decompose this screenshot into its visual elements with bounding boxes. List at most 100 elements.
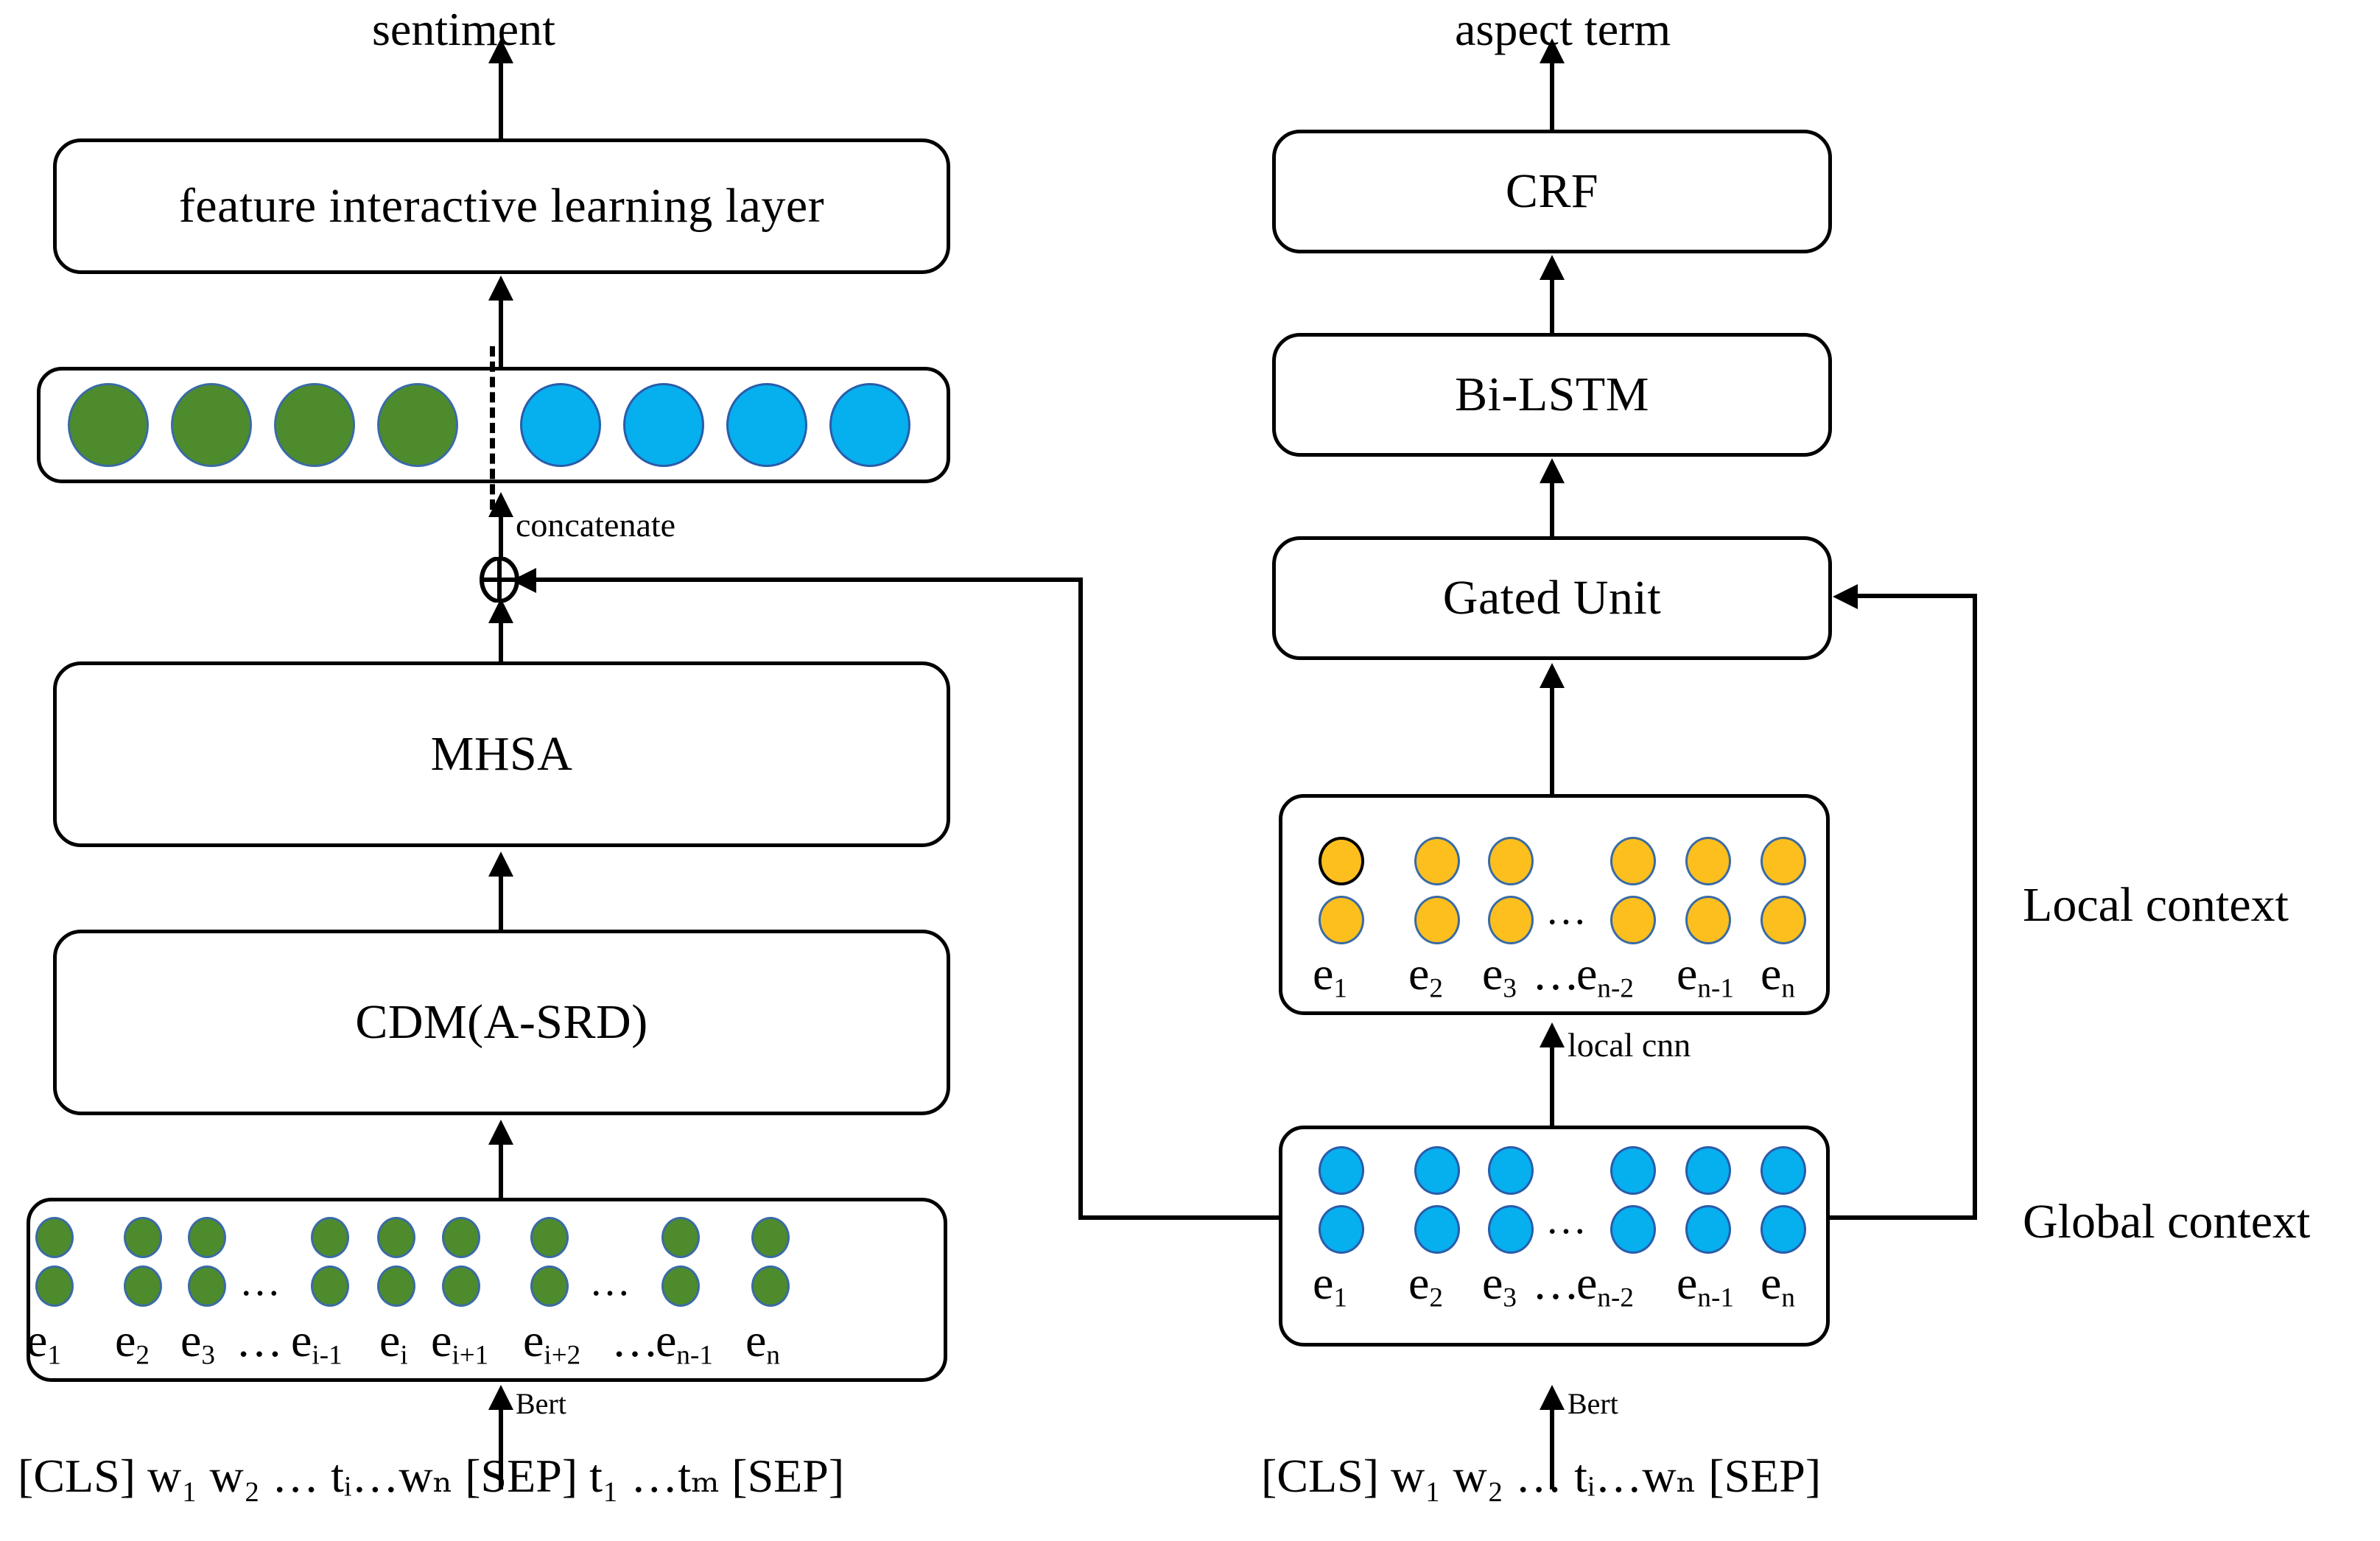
box-label-crf: CRF	[1505, 164, 1599, 218]
arrow-shaft-aspect	[1550, 47, 1554, 130]
arrow-shaft-mhsa-to-plus	[499, 617, 503, 663]
arrow-head-local-to-gated	[1540, 663, 1565, 688]
embedding-token-label: ei+1	[431, 1317, 488, 1369]
box-left-bert-embeddings[interactable]	[27, 1198, 947, 1382]
local-context-circle-orange	[1319, 896, 1364, 944]
token-sub: n-1	[1697, 973, 1734, 1004]
embedding-token-label: e2	[115, 1317, 150, 1369]
arrow-shaft-bert-left	[499, 1407, 503, 1489]
local-context-circle-orange	[1414, 837, 1460, 885]
token-base: e	[1482, 1257, 1503, 1309]
arrow-shaft-sentiment	[499, 47, 503, 139]
box-bi-lstm[interactable]: Bi-LSTM	[1272, 333, 1832, 457]
embedding-token-label: ei+2	[523, 1317, 580, 1369]
right-input-sentence: [CLS] w₁ w₂ … tᵢ…wₙ [SEP]	[1261, 1450, 1822, 1502]
embedding-circle-green	[124, 1266, 162, 1307]
concat-circle-blue	[520, 383, 601, 467]
global-context-circle-blue	[1414, 1205, 1460, 1254]
arrow-head-plus-to-concat	[488, 492, 513, 517]
arrow-head-gated-to-bilstm	[1540, 458, 1565, 483]
concatenate-label: concatenate	[516, 506, 676, 544]
global-context-token-label: en-1	[1677, 1260, 1734, 1312]
token-base: e	[379, 1314, 401, 1366]
embedding-token-label: ei	[379, 1317, 408, 1369]
token-base: e	[291, 1314, 312, 1366]
global-to-gated-hline	[1853, 594, 1977, 598]
concat-circle-blue	[829, 383, 910, 467]
embedding-circle-green	[188, 1217, 226, 1258]
token-sub: 1	[1333, 1282, 1347, 1313]
token-base: e	[1761, 1257, 1782, 1309]
arrow-shaft-bilstm-to-crf	[1550, 277, 1554, 334]
arrow-shaft-concat-to-fill	[499, 298, 503, 368]
box-global-context[interactable]	[1279, 1126, 1830, 1347]
global-context-token-label: e1	[1313, 1260, 1347, 1312]
global-context-circle-blue	[1610, 1146, 1656, 1195]
embedding-token-label: en-1	[656, 1317, 713, 1369]
embedding-circle-green	[661, 1217, 700, 1258]
token-sub: n-1	[676, 1340, 713, 1371]
arrow-shaft-emb-to-cdm	[499, 1142, 503, 1199]
token-base: e	[1761, 947, 1782, 1000]
arrow-head-emb-to-cdm	[488, 1120, 513, 1145]
box-cdm[interactable]: CDM(A-SRD)	[53, 930, 950, 1115]
box-gated-unit[interactable]: Gated Unit	[1272, 536, 1832, 660]
embedding-circle-green	[311, 1217, 349, 1258]
concat-circle-blue	[623, 383, 704, 467]
token-base: e	[1677, 947, 1698, 1000]
global-context-circle-blue	[1488, 1205, 1534, 1254]
local-context-token-label: e2	[1408, 950, 1443, 1003]
global-context-label-ellipsis: …	[1532, 1257, 1579, 1309]
box-mhsa[interactable]: MHSA	[53, 661, 950, 847]
concat-circle-green	[68, 383, 149, 467]
concat-circle-green	[377, 383, 458, 467]
local-context-circle-orange	[1761, 837, 1806, 885]
embedding-token-label: ei-1	[291, 1317, 343, 1369]
arrow-head-global-to-concat	[511, 568, 536, 593]
token-sub: i	[400, 1340, 408, 1371]
arrow-shaft-plus-to-concat	[499, 516, 503, 558]
token-base: e	[1576, 1257, 1598, 1309]
token-base: e	[115, 1314, 136, 1366]
embedding-label-ellipsis: …	[236, 1314, 283, 1366]
token-base: e	[1408, 947, 1430, 1000]
token-base: e	[1482, 947, 1503, 1000]
token-sub: 2	[1429, 1282, 1443, 1313]
embedding-circle-green	[35, 1266, 74, 1307]
local-context-circle-orange	[1761, 896, 1806, 944]
embedding-circle-green	[377, 1266, 415, 1307]
box-crf[interactable]: CRF	[1272, 130, 1832, 253]
token-sub: n-1	[1697, 1282, 1734, 1313]
local-context-token-label: e3	[1482, 950, 1517, 1003]
global-context-circle-blue	[1319, 1146, 1364, 1195]
box-label-bi-lstm: Bi-LSTM	[1455, 368, 1649, 421]
concat-circle-green	[171, 383, 252, 467]
arrow-head-bert-left	[488, 1385, 513, 1410]
arrow-head-aspect	[1540, 38, 1565, 63]
token-sub: 3	[1503, 973, 1517, 1004]
local-context-circle-orange	[1414, 896, 1460, 944]
left-output-label: sentiment	[372, 3, 555, 55]
arrow-shaft-cdm-to-mhsa	[499, 874, 503, 931]
embedding-circle-green	[442, 1266, 480, 1307]
box-label-feature-interactive-learning-layer: feature interactive learning layer	[178, 179, 825, 233]
box-local-context[interactable]	[1279, 794, 1830, 1015]
token-base: e	[1677, 1257, 1698, 1309]
token-sub: n-2	[1597, 973, 1634, 1004]
embedding-circle-green	[530, 1217, 569, 1258]
box-feature-interactive-learning-layer[interactable]: feature interactive learning layer	[53, 138, 950, 274]
embedding-circle-green	[124, 1217, 162, 1258]
local-context-token-label: e1	[1313, 950, 1347, 1003]
embedding-token-label: e1	[27, 1317, 61, 1369]
embedding-circle-green	[751, 1217, 790, 1258]
local-context-side-label: Local context	[2023, 878, 2289, 932]
global-context-token-label: e2	[1408, 1260, 1443, 1312]
global-context-circle-blue	[1761, 1146, 1806, 1195]
arrow-shaft-local-to-gated	[1550, 687, 1554, 796]
token-sub: 3	[201, 1340, 215, 1371]
local-context-token-label: en	[1761, 950, 1795, 1003]
embedding-token-label: e3	[180, 1317, 215, 1369]
left-input-sentence: [CLS] w₁ w₂ … tᵢ…wₙ [SEP] t₁ …tₘ [SEP]	[18, 1450, 845, 1502]
global-context-circle-blue	[1685, 1146, 1731, 1195]
